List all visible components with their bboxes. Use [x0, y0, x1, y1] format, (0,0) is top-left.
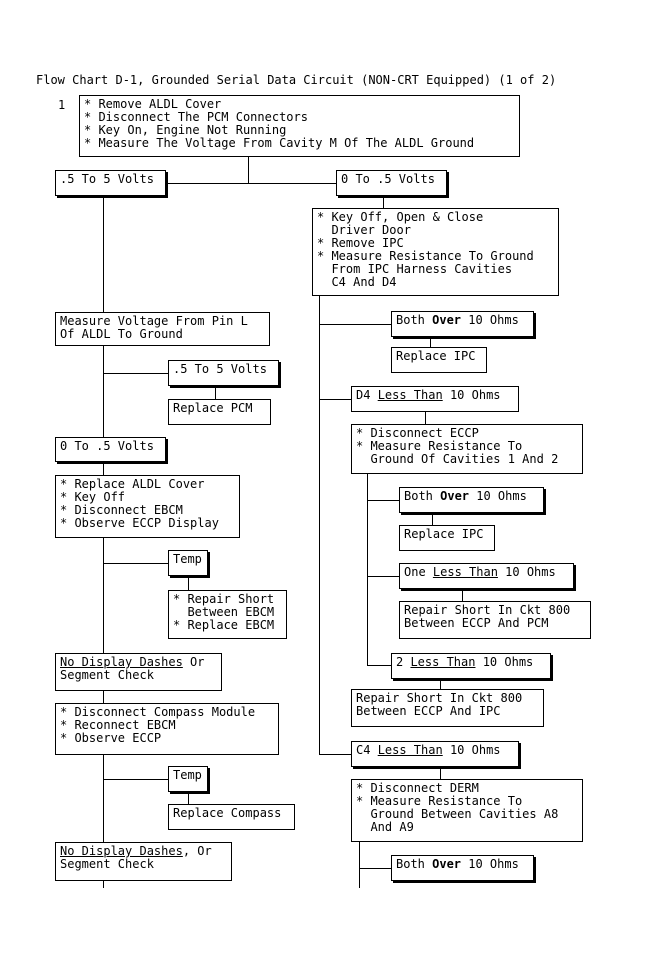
both-over-10-ohms-box-1: Both Over 10 Ohms: [391, 311, 534, 337]
repair-short-ebcm-box: * Repair Short Between EBCM * Replace EB…: [168, 590, 287, 639]
less-than-label: Less Than: [410, 655, 476, 669]
both-over-10-ohms-box-3: Both Over 10 Ohms: [391, 855, 534, 881]
replace-pcm-box: Replace PCM: [168, 399, 271, 425]
temp-box-2: Temp: [168, 766, 208, 792]
replace-aldl-cover-box: * Replace ALDL Cover * Key Off * Disconn…: [55, 475, 240, 538]
ohms-label: 10 Ohms: [461, 313, 519, 327]
disconnect-compass-box: * Disconnect Compass Module * Reconnect …: [55, 703, 279, 755]
disconnect-eccp-box: * Disconnect ECCP * Measure Resistance T…: [351, 424, 583, 474]
right-0-to-05-volts-box: 0 To .5 Volts: [336, 170, 447, 196]
key-off-remove-ipc-box: * Key Off, Open & Close Driver Door * Re…: [312, 208, 559, 296]
less-than-label: Less Than: [377, 743, 443, 757]
c4-label: C4: [356, 743, 378, 757]
ohms-label: 10 Ohms: [442, 743, 501, 757]
or-segment-label: , Or Segment Check: [60, 844, 212, 871]
two-less-than-10-ohms-box: 2 Less Than 10 Ohms: [391, 653, 551, 679]
or-segment-label: Or Segment Check: [60, 655, 205, 682]
ohms-label: 10 Ohms: [469, 489, 527, 503]
ohms-label: 10 Ohms: [475, 655, 534, 669]
one-less-than-10-ohms-box: One Less Than 10 Ohms: [399, 563, 574, 589]
left-0-to-05-volts-box: 0 To .5 Volts: [55, 437, 166, 462]
replace-ipc-box-1: Replace IPC: [391, 347, 487, 373]
temp-box-1: Temp: [168, 550, 208, 576]
chart-title: Flow Chart D-1, Grounded Serial Data Cir…: [36, 73, 557, 87]
ohms-label: 10 Ohms: [497, 565, 556, 579]
step-number: 1: [58, 98, 66, 112]
disconnect-derm-box: * Disconnect DERM * Measure Resistance T…: [351, 779, 583, 842]
both-over-10-ohms-box-2: Both Over 10 Ohms: [399, 487, 544, 513]
no-display-dashes-label: No Display Dashes: [60, 655, 183, 669]
no-display-dashes-box-1: No Display Dashes Or Segment Check: [55, 653, 222, 691]
both-label: Both: [396, 313, 433, 327]
over-label: Over: [432, 857, 462, 871]
measure-pin-l-box: Measure Voltage From Pin L Of ALDL To Gr…: [55, 312, 270, 346]
step1-box: * Remove ALDL Cover * Disconnect The PCM…: [79, 95, 520, 157]
less-than-label: Less Than: [377, 388, 443, 402]
less-than-label: Less Than: [432, 565, 498, 579]
ohms-label: 10 Ohms: [461, 857, 519, 871]
over-label: Over: [440, 489, 470, 503]
repair-short-800-ipc-box: Repair Short In Ckt 800 Between ECCP And…: [351, 689, 544, 727]
repair-short-800-pcm-box: Repair Short In Ckt 800 Between ECCP And…: [399, 601, 591, 639]
no-display-dashes-box-2: No Display Dashes, Or Segment Check: [55, 842, 232, 881]
ohms-label: 10 Ohms: [442, 388, 501, 402]
both-label: Both: [404, 489, 441, 503]
left-05-to-5-volts-box: .5 To 5 Volts: [55, 170, 166, 196]
replace-ipc-box-2: Replace IPC: [399, 525, 495, 551]
replace-compass-box: Replace Compass: [168, 804, 295, 830]
d4-less-than-10-ohms-box: D4 Less Than 10 Ohms: [351, 386, 519, 412]
both-label: Both: [396, 857, 433, 871]
one-label: One: [404, 565, 433, 579]
left-05-to-5-volts-box-2: .5 To 5 Volts: [168, 360, 279, 386]
two-label: 2: [396, 655, 411, 669]
over-label: Over: [432, 313, 462, 327]
d4-label: D4: [356, 388, 378, 402]
c4-less-than-10-ohms-box: C4 Less Than 10 Ohms: [351, 741, 519, 767]
no-display-dashes-label: No Display Dashes: [60, 844, 183, 858]
